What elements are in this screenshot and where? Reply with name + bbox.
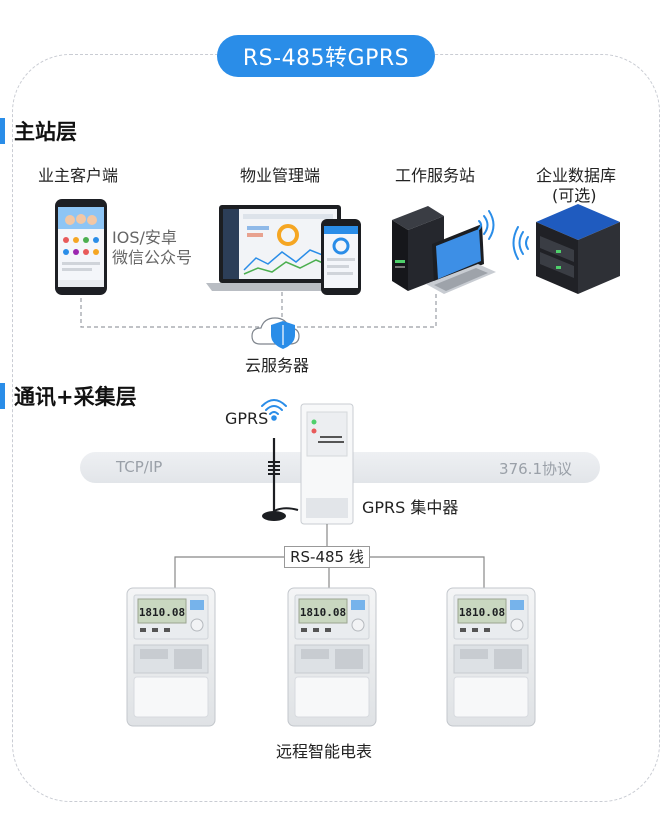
smart-meter-icon: 1810.08 [126, 587, 216, 727]
owner-client-label: 业主客户端 [38, 166, 119, 185]
database-note: (可选) [552, 186, 597, 205]
gprs-antenna-icon [262, 438, 299, 521]
smartphone-icon [55, 199, 107, 295]
phone-os-label: IOS/安卓 [112, 228, 177, 247]
protocol-label: 376.1协议 [499, 460, 572, 478]
gprs-label: GPRS [225, 409, 269, 428]
smart-meter-icon: 1810.08 [287, 587, 377, 727]
tablet-phone-icon [321, 219, 361, 295]
database-server-icon [536, 204, 620, 294]
meter-display-reading: 1810.08 [459, 606, 505, 619]
section-master: 主站层 [0, 118, 77, 144]
wifi-signal-icon [478, 210, 495, 240]
laptop-icon [206, 205, 354, 291]
rs485-label: RS-485 线 [284, 546, 370, 568]
meter-display-reading: 1810.08 [139, 606, 185, 619]
workstation-label: 工作服务站 [395, 166, 476, 185]
cloud-icon [251, 317, 300, 349]
tcpip-label: TCP/IP [116, 458, 163, 476]
gprs-concentrator-icon [300, 403, 354, 525]
property-client-label: 物业管理端 [240, 166, 321, 185]
database-label: 企业数据库 [536, 166, 617, 185]
wifi-signal-icon [512, 226, 529, 260]
diagram-title: RS-485转GPRS [217, 35, 435, 77]
gprs-signal-icon [261, 399, 287, 421]
smart-meter-icon: 1810.08 [446, 587, 536, 727]
server-workstation-icon [392, 206, 496, 294]
phone-wechat-label: 微信公众号 [112, 248, 193, 267]
meter-display-reading: 1810.08 [300, 606, 346, 619]
cloud-connectors [80, 292, 437, 328]
concentrator-label: GPRS 集中器 [362, 498, 459, 517]
cloud-server-label: 云服务器 [245, 356, 310, 375]
meters-label: 远程智能电表 [276, 742, 373, 761]
section-comm: 通讯+采集层 [0, 383, 137, 409]
